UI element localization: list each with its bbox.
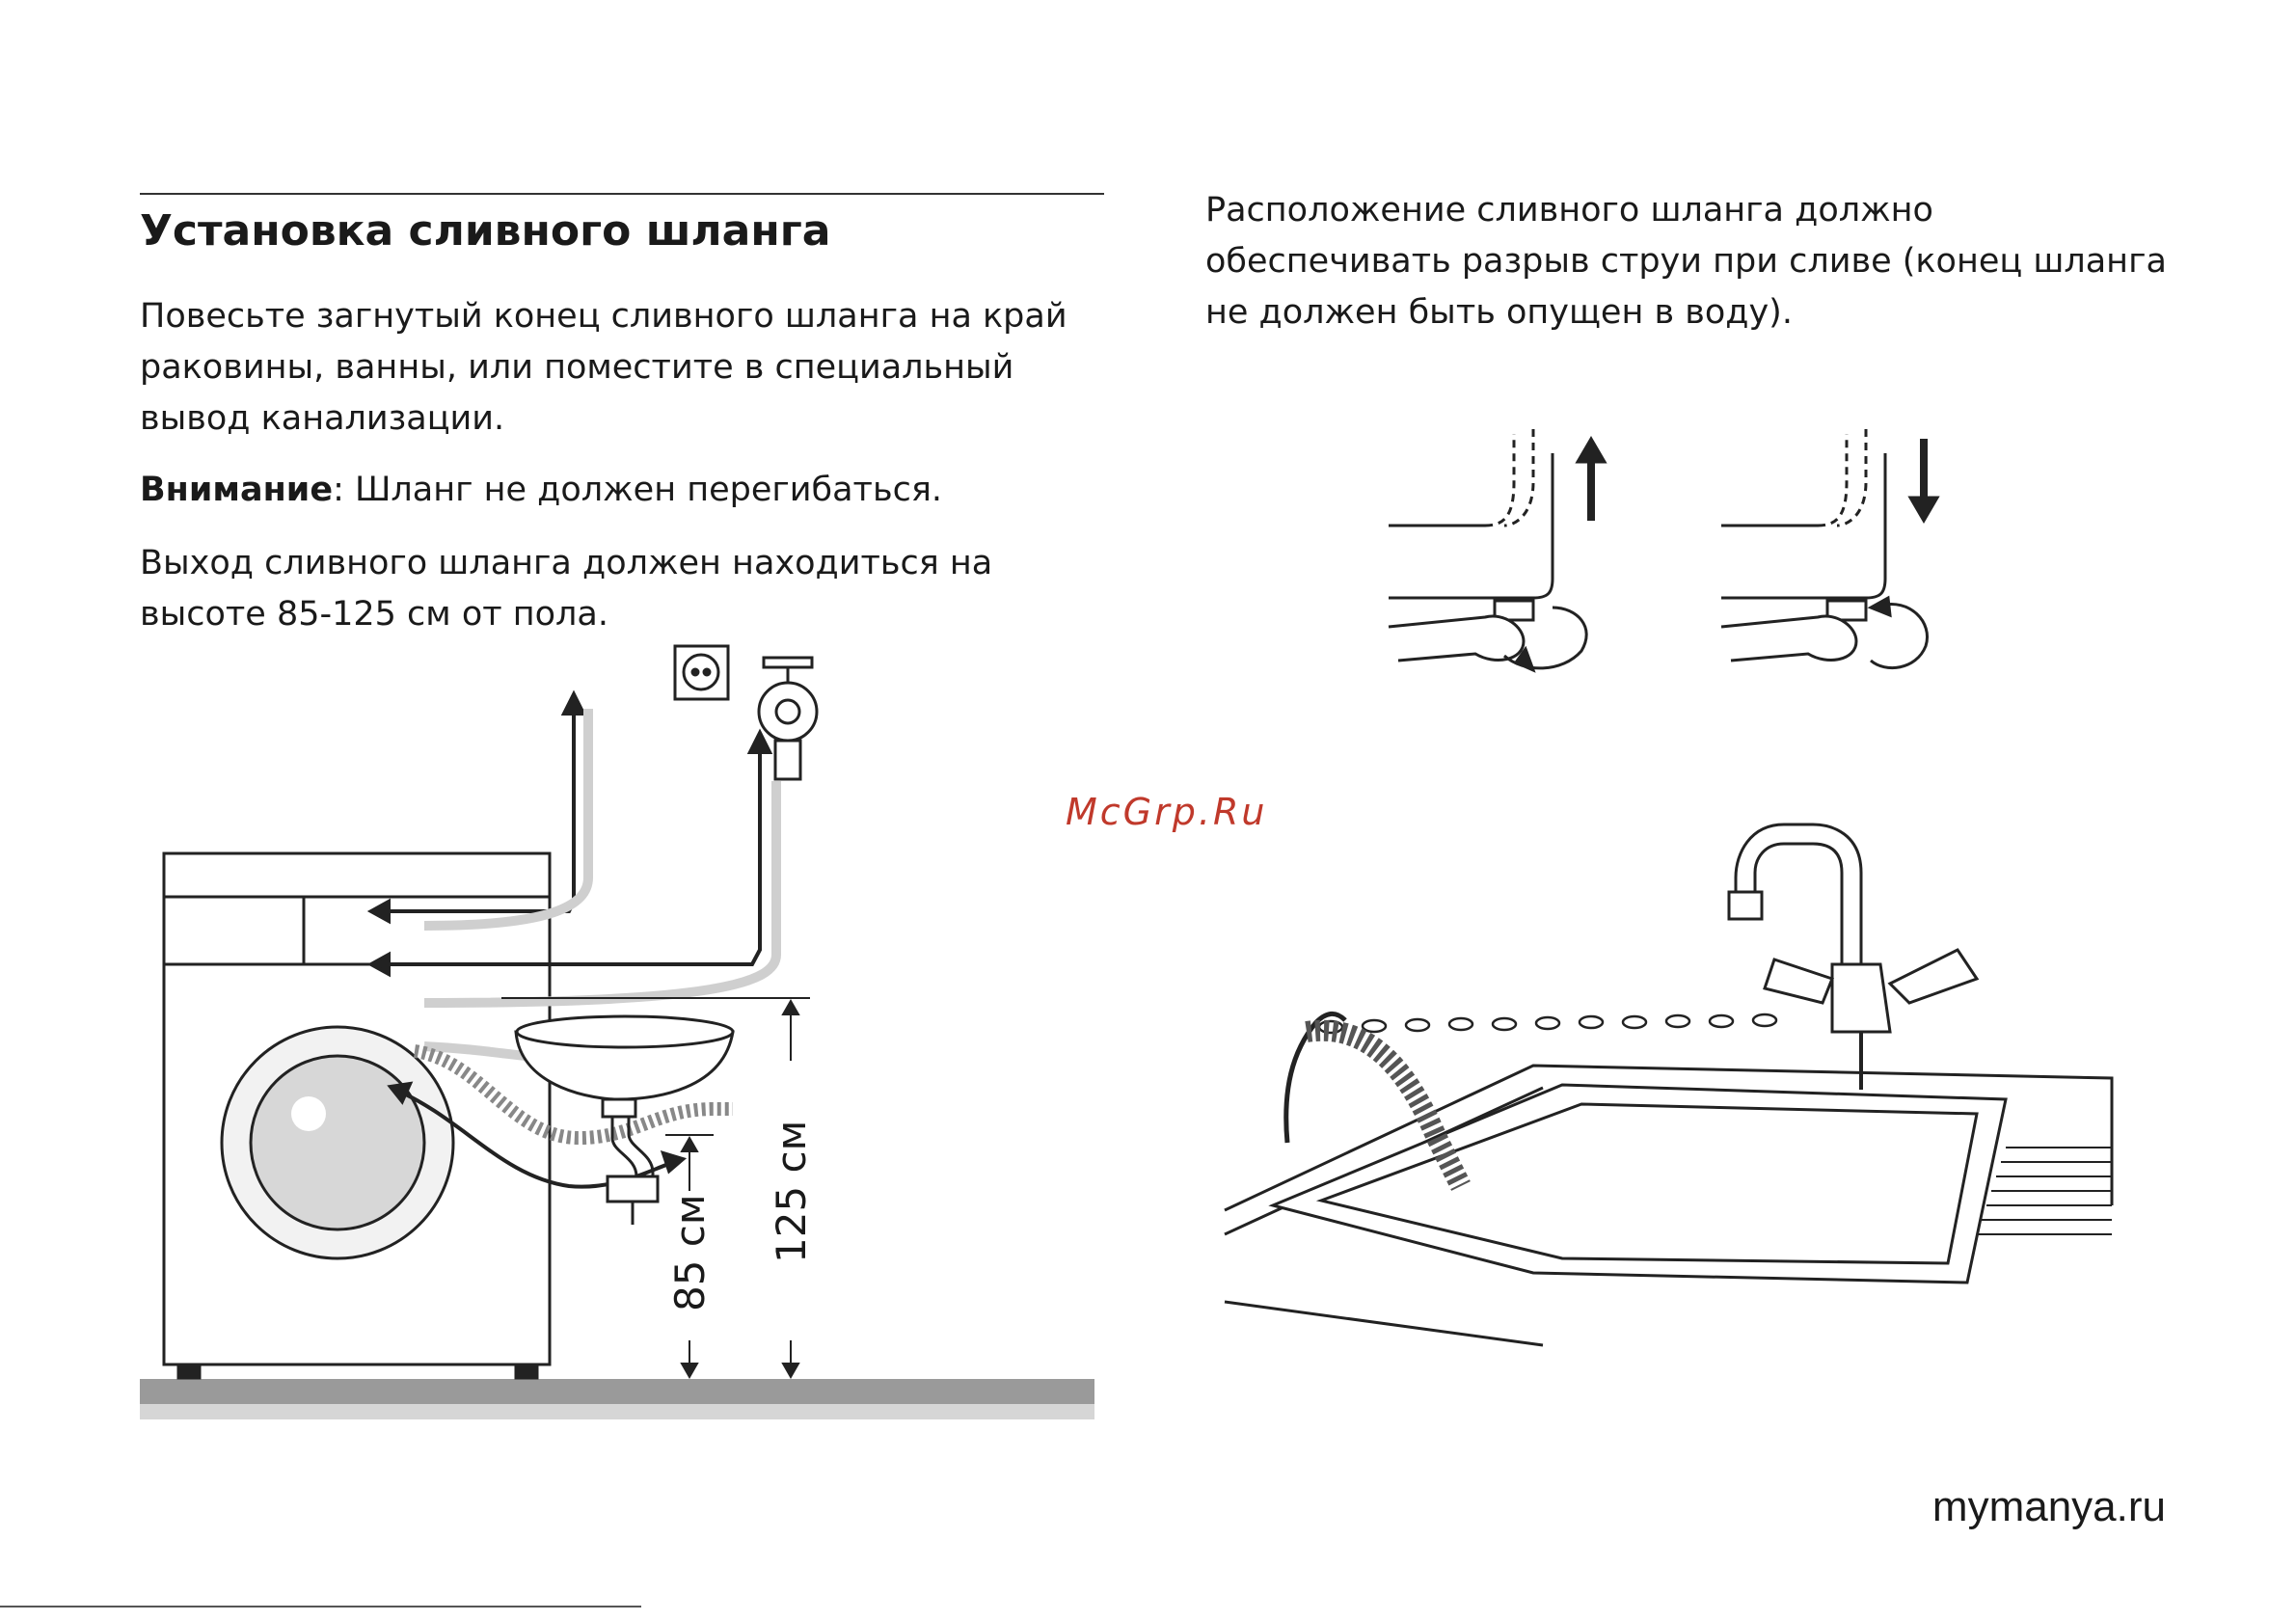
hose-arrows — [366, 689, 773, 1189]
height-paragraph: Выход сливного шланга должен находиться … — [140, 544, 993, 634]
watermark: McGrp.Ru — [1066, 791, 1268, 833]
drain-hose-end — [1305, 1019, 1471, 1191]
floor — [140, 1379, 1094, 1404]
power-socket — [673, 644, 730, 701]
foot-raise — [1388, 429, 1607, 673]
kitchen-sink-illustration — [1224, 823, 2114, 1347]
water-tap — [757, 656, 819, 781]
site-footer: mymanya.ru — [1931, 1483, 2166, 1530]
section-title: Установка сливного шланга — [140, 206, 831, 256]
bottom-rule — [0, 1606, 641, 1607]
dimension-lines — [501, 997, 810, 1380]
kitchen-faucet — [1727, 823, 1980, 1090]
washing-machine — [162, 851, 552, 1380]
height-label-85: 85 см — [666, 1194, 714, 1311]
feet-adjustment-illustration — [1388, 429, 1940, 673]
instruction-paragraph: Повесьте загнутый конец сливного шланга … — [140, 297, 1067, 438]
top-rule — [140, 193, 1104, 195]
hose-chain — [1317, 1013, 1778, 1035]
foot-lower — [1720, 429, 1940, 669]
warning-paragraph: Внимание: Шланг не должен перегибаться. — [140, 465, 1085, 516]
drain-hose — [413, 1044, 733, 1146]
air-gap-paragraph: Расположение сливного шланга должно обес… — [1205, 191, 2167, 332]
washing-machine-illustration: 85 см 125 см — [140, 644, 1094, 1419]
warning-label: Внимание — [140, 471, 334, 509]
warning-text: : Шланг не должен перегибаться. — [333, 471, 942, 509]
wash-basin — [514, 1014, 735, 1225]
height-label-125: 125 см — [768, 1121, 815, 1263]
